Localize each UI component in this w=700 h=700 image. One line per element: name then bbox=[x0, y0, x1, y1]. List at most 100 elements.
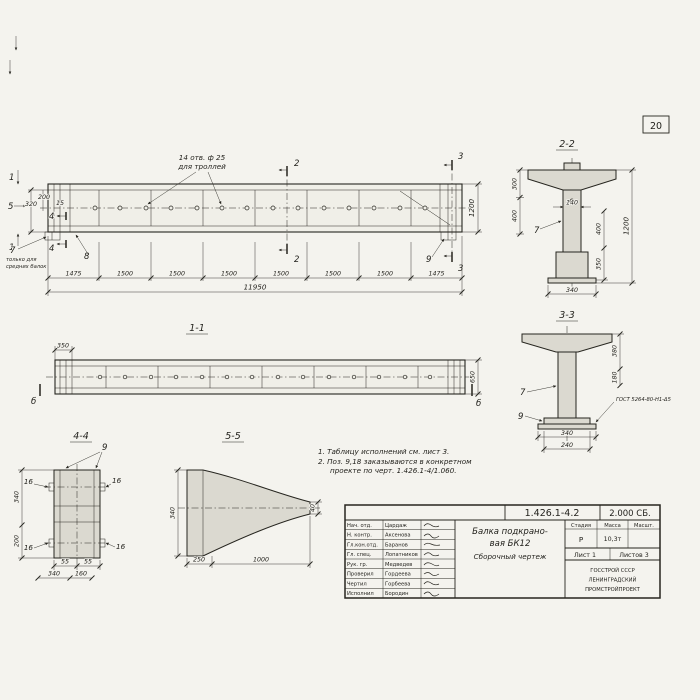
col-mass-header: Масса bbox=[604, 523, 621, 529]
cut-mark-3-top: 3 bbox=[458, 152, 463, 162]
total-dim: 11950 bbox=[244, 283, 267, 292]
note-2-cont: проекте по черт. 1.426.1-4/1.060. bbox=[330, 466, 457, 475]
doc-code: 2.000 СБ. bbox=[609, 509, 651, 519]
dim-label-400-left: 400 bbox=[512, 210, 519, 222]
dim-label-140: 140 bbox=[566, 200, 578, 207]
cut-mark-4-top: 4 bbox=[49, 212, 54, 222]
drawing-subtitle: Сборочный чертеж bbox=[474, 552, 547, 561]
dim-label-160-bottom: 160 bbox=[75, 571, 87, 578]
cut-mark-2-bottom: 2 bbox=[294, 255, 299, 265]
dim-label-55-a: 55 bbox=[61, 559, 69, 566]
pos-label-9: 9 bbox=[426, 255, 431, 265]
dim-label-650: 650 bbox=[470, 371, 477, 383]
section-4-4: 4-4 9 16 16 16 16 340 200 bbox=[13, 430, 126, 581]
section-3-3-title: 3-3 bbox=[559, 310, 575, 321]
general-notes: 1. Таблицу исполнений см. лист 3. 2. Поз… bbox=[317, 446, 473, 476]
dim-label-340-bottom: 340 bbox=[48, 571, 60, 578]
cut-mark-1-top: 1 bbox=[9, 173, 14, 183]
sig-name-7: Бородин bbox=[385, 591, 409, 597]
sig-role-2: Гл.кон.отд. bbox=[347, 543, 378, 549]
doc-number: 1.426.1-4.2 bbox=[525, 508, 580, 519]
chain-dim-0: 1475 bbox=[65, 271, 81, 278]
dim-label-340-side: 340 bbox=[14, 491, 21, 503]
pos-label-7-33: 7 bbox=[520, 388, 526, 398]
section-2-2-title: 2-2 bbox=[559, 139, 575, 150]
section-5-5-title: 5-5 bbox=[225, 431, 241, 442]
dim-label-340-33: 340 bbox=[561, 430, 573, 437]
mass-value: 10,3т bbox=[604, 536, 622, 543]
dim-label-350: 350 bbox=[596, 258, 603, 270]
sig-name-2: Баранов bbox=[385, 543, 408, 549]
dim-label-320: 320 bbox=[25, 201, 37, 208]
registration-marks bbox=[8, 36, 18, 75]
org-line1: ГОССТРОЙ СССР bbox=[590, 567, 634, 574]
chain-dim-5: 1500 bbox=[325, 271, 341, 278]
dim-label-350-plan: 350 bbox=[57, 343, 69, 350]
section-1-1: 1-1 350 650 bbox=[30, 322, 482, 410]
dim-label-400-right: 400 bbox=[596, 223, 603, 235]
chain-dim-4: 1500 bbox=[273, 271, 289, 278]
drawing-title-line2: вая БК12 bbox=[490, 539, 531, 549]
pos-label-7: 7 bbox=[10, 246, 16, 256]
note-1: 1. Таблицу исполнений см. лист 3. bbox=[318, 447, 449, 456]
pos-label-7-22: 7 bbox=[534, 226, 540, 236]
sig-role-7: Исполнил bbox=[347, 591, 374, 597]
elevation-view: 14 отв. ф 25 для троллей 2 2 3 3 1 1 5 bbox=[5, 151, 482, 296]
dim-label-1200-elevation: 1200 bbox=[467, 198, 476, 217]
col-scale-header: Масшт. bbox=[634, 523, 654, 529]
sheet-number-label: 20 bbox=[650, 121, 662, 132]
note-line2: средних балок bbox=[6, 264, 47, 270]
drawing-title-line1: Балка подкрано- bbox=[472, 527, 548, 537]
section-1-1-title: 1-1 bbox=[189, 323, 205, 334]
chain-dim-1: 1500 bbox=[117, 271, 133, 278]
note-line1: только для bbox=[6, 257, 37, 263]
dim-label-180: 180 bbox=[612, 371, 619, 383]
pos-label-9-33: 9 bbox=[518, 412, 523, 422]
sig-name-6: Горбеева bbox=[385, 582, 410, 588]
section-3-3: 3-3 380 180 ГОСТ 5264-80-Н1-Δ5 7 9 340 bbox=[517, 309, 672, 453]
chain-dim-3: 1500 bbox=[221, 271, 237, 278]
dim-label-1200-section: 1200 bbox=[622, 216, 631, 235]
dim-label-55-b: 55 bbox=[84, 559, 92, 566]
cut-mark-2-top: 2 bbox=[294, 159, 299, 169]
sig-name-5: Гордеева bbox=[385, 572, 411, 578]
sig-role-5: Проверил bbox=[347, 572, 374, 578]
sig-role-3: Гл. спец. bbox=[347, 552, 372, 558]
dim-label-16-tl: 16 bbox=[24, 477, 34, 486]
sheets-info: Листов 3 bbox=[619, 552, 649, 559]
pos-label-9-44: 9 bbox=[102, 443, 107, 453]
dim-label-200: 200 bbox=[38, 194, 50, 201]
section-4-4-title: 4-4 bbox=[73, 431, 89, 442]
sheet-number: 20 bbox=[642, 115, 670, 134]
note-2: 2. Поз. 9,18 заказываются в конкретном bbox=[318, 457, 472, 466]
col-stage-header: Стадия bbox=[571, 523, 591, 529]
dim-label-340-22: 340 bbox=[566, 287, 578, 294]
cut-mark-b-left: б bbox=[31, 397, 36, 407]
cut-mark-1-bottom: 1 bbox=[9, 243, 14, 253]
sig-name-4: Медведев bbox=[385, 562, 412, 568]
sig-name-0: Цардаж bbox=[385, 523, 407, 529]
section-5-5: 5-5 340 40 250 1000 bbox=[169, 430, 322, 568]
dim-label-340-55: 340 bbox=[170, 507, 177, 519]
org-line3: ПРОМСТРОЙПРОЕКТ bbox=[585, 586, 641, 593]
sig-name-1: Аксенова bbox=[385, 533, 411, 539]
title-block: 1.426.1-4.2 2.000 СБ. Нач. отд. Цардаж Н… bbox=[344, 504, 661, 599]
dim-label-15: 15 bbox=[56, 200, 64, 207]
cut-mark-5: 5 bbox=[8, 202, 13, 212]
dim-label-300: 300 bbox=[512, 178, 519, 190]
sig-role-4: Рук. гр. bbox=[347, 562, 368, 568]
dim-label-240: 240 bbox=[561, 442, 573, 449]
dim-label-16-bl: 16 bbox=[24, 543, 34, 552]
dim-label-16-tr: 16 bbox=[112, 476, 122, 485]
sig-role-1: Н. контр. bbox=[347, 533, 372, 539]
stage-value: Р bbox=[579, 535, 584, 544]
dim-label-16-br: 16 bbox=[116, 542, 126, 551]
dim-label-250: 250 bbox=[193, 557, 205, 564]
chain-dim-7: 1475 bbox=[428, 271, 444, 278]
sheet-info: Лист 1 bbox=[574, 552, 596, 559]
dim-label-40: 40 bbox=[310, 504, 317, 512]
dim-label-380: 380 bbox=[612, 345, 619, 357]
cut-mark-4-bottom: 4 bbox=[49, 244, 54, 254]
